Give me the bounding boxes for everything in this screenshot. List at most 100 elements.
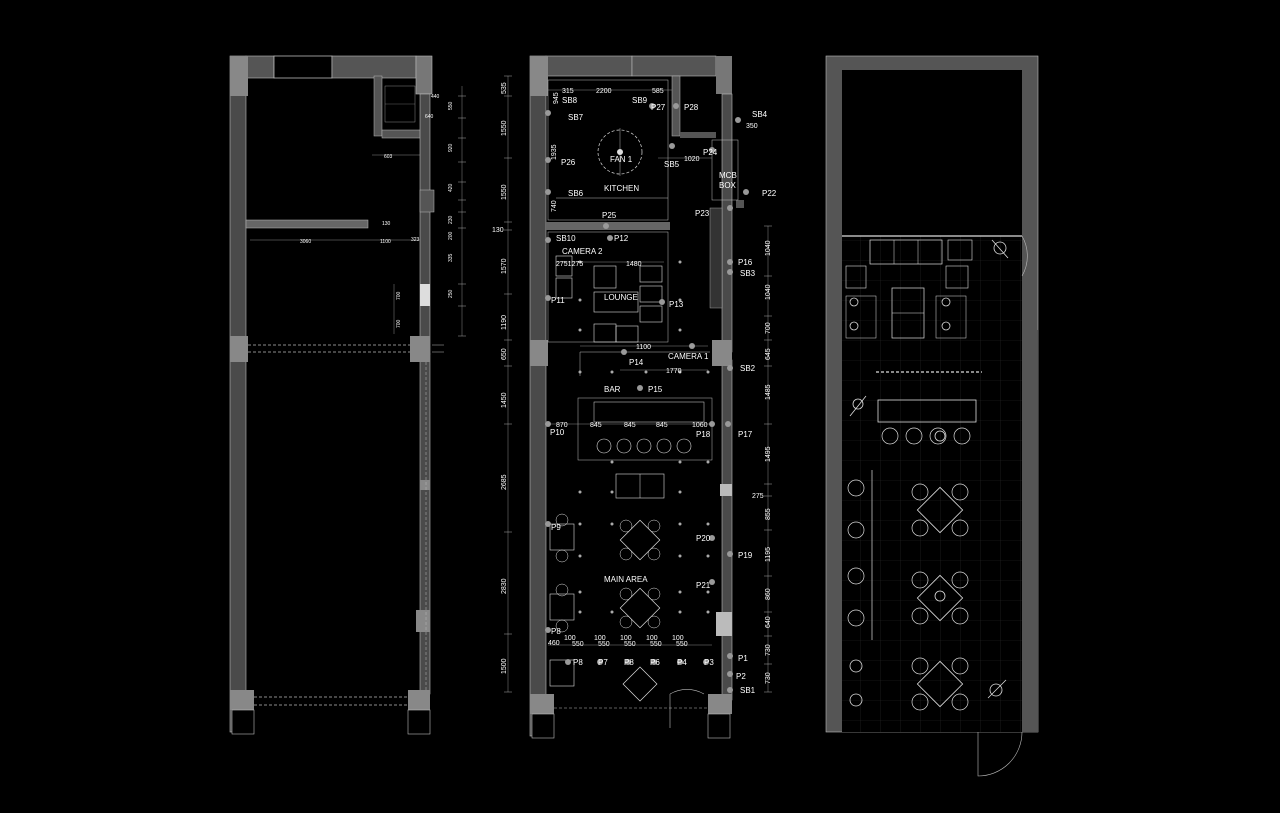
existing-plan: 3060 1100 130 323 603 640 440 550 920 42… [229, 55, 466, 735]
left-dim-1550-a: 1550 [501, 120, 508, 136]
dim-230: 230 [448, 215, 454, 224]
dim-100-b: 100 [594, 635, 606, 642]
sb9: SB9 [632, 96, 648, 105]
point-p26: P26 [561, 158, 576, 167]
point-p14: P14 [629, 358, 644, 367]
sb2: SB2 [740, 364, 756, 373]
dim-200: 200 [448, 231, 454, 240]
point-p1: P1 [738, 654, 748, 663]
point-p19: P19 [738, 551, 753, 560]
left-dim-1935: 1935 [551, 144, 558, 160]
dim-845-b: 845 [624, 422, 636, 429]
sb6: SB6 [568, 189, 584, 198]
left-dim-1570: 1570 [501, 258, 508, 274]
point-p27: P27 [651, 103, 666, 112]
sb1: SB1 [740, 686, 756, 695]
sb3: SB3 [740, 269, 756, 278]
right-dim-860: 860 [765, 588, 772, 600]
sb4: SB4 [752, 110, 768, 119]
dim-2200: 2200 [596, 88, 612, 95]
left-dim-740: 740 [551, 200, 558, 212]
point-p16: P16 [738, 258, 753, 267]
layout-plan: FAN 1 KITCHEN MCB BOX LOUNGE CAMERA 2 CA… [492, 55, 777, 739]
dim-315: 315 [562, 88, 574, 95]
dim-1770: 1770 [666, 368, 682, 375]
left-dim-1550-b: 1550 [501, 184, 508, 200]
point-p8-c: P8 [551, 627, 561, 636]
dim-2751275: 2751275 [556, 261, 583, 268]
dim-130: 130 [382, 221, 391, 227]
point-p22: P22 [762, 189, 777, 198]
right-dim-645: 645 [765, 348, 772, 360]
dim-550: 550 [448, 101, 454, 110]
right-dim-730-a: 730 [765, 644, 772, 656]
main-area-label: MAIN AREA [604, 575, 648, 584]
point-p4: P4 [677, 658, 687, 667]
right-dim-1040-a: 1040 [765, 240, 772, 256]
dim-700b: 700 [396, 319, 402, 328]
left-dim-2685: 2685 [501, 474, 508, 490]
right-dim-350: 350 [746, 123, 758, 130]
dim-440: 440 [431, 94, 440, 100]
kitchen-label: KITCHEN [604, 184, 639, 193]
left-dim-535: 535 [501, 82, 508, 94]
point-p17: P17 [738, 430, 753, 439]
dim-3060: 3060 [300, 239, 311, 245]
mcb-label-2: BOX [719, 181, 737, 190]
dim-100-a: 100 [564, 635, 576, 642]
point-p25: P25 [602, 211, 617, 220]
point-p9: P9 [551, 523, 561, 532]
dim-100-d: 100 [646, 635, 658, 642]
point-p21: P21 [696, 581, 711, 590]
mcb-label-1: MCB [719, 171, 737, 180]
dim-100-c: 100 [620, 635, 632, 642]
dim-550-e: 550 [676, 641, 688, 648]
dim-1100: 1100 [636, 344, 651, 351]
point-p24: P24 [703, 148, 718, 157]
lounge-label: LOUNGE [604, 293, 638, 302]
right-dim-1485: 1485 [765, 384, 772, 400]
left-dim-1450: 1450 [501, 392, 508, 408]
dim-100-e: 100 [672, 635, 684, 642]
point-p6: P6 [650, 658, 660, 667]
point-p8-b: P8 [573, 658, 583, 667]
point-p8-a: P8 [624, 658, 634, 667]
dim-1020: 1020 [684, 156, 700, 163]
dim-460: 460 [548, 640, 560, 647]
ceiling-light-grid [578, 260, 710, 614]
right-dim-640: 640 [765, 616, 772, 628]
right-dim-730-b: 730 [765, 672, 772, 684]
point-markers [545, 103, 749, 693]
point-p3: P3 [704, 658, 714, 667]
point-p28: P28 [684, 103, 699, 112]
point-p12: P12 [614, 234, 629, 243]
bar-label: BAR [604, 385, 621, 394]
dim-945: 945 [553, 92, 560, 104]
sb8: SB8 [562, 96, 578, 105]
sb5: SB5 [664, 160, 680, 169]
left-dim-650: 650 [501, 348, 508, 360]
left-dim-1500: 1500 [501, 658, 508, 674]
point-p7: P7 [598, 658, 608, 667]
dim-845-a: 845 [590, 422, 602, 429]
dim-870: 870 [556, 422, 568, 429]
dim-550-c: 550 [624, 641, 636, 648]
dim-845-c: 845 [656, 422, 668, 429]
furniture-plan [825, 55, 1039, 777]
point-p18: P18 [696, 430, 711, 439]
dim-1100: 1100 [380, 239, 391, 245]
left-dim-2830: 2830 [501, 578, 508, 594]
point-p11: P11 [551, 296, 565, 305]
camera-2-label: CAMERA 2 [562, 247, 603, 256]
dim-550-a: 550 [572, 641, 584, 648]
point-p15: P15 [648, 385, 663, 394]
dim-323: 323 [411, 237, 420, 243]
sb10: SB10 [556, 234, 576, 243]
right-dim-1495: 1495 [765, 446, 772, 462]
dim-585: 585 [652, 88, 664, 95]
dim-640: 640 [425, 114, 434, 120]
right-dim-1195: 1195 [765, 547, 772, 562]
left-dim-1190: 1190 [501, 315, 508, 330]
sb7: SB7 [568, 113, 584, 122]
